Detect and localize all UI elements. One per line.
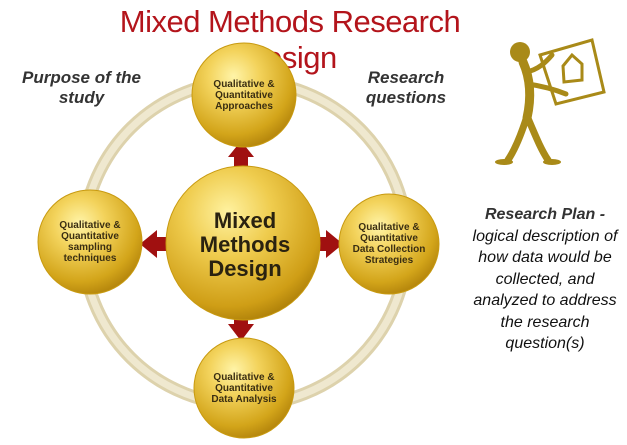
research-plan-title: Research Plan - bbox=[484, 206, 606, 223]
node-circle-right bbox=[338, 193, 440, 295]
node-left-label: Qualitative & Quantitative sampling tech… bbox=[59, 220, 121, 264]
node-circle-bottom bbox=[193, 337, 295, 439]
center-circle bbox=[165, 165, 321, 321]
research-questions-label: Research questions bbox=[365, 68, 447, 107]
node-circle-left bbox=[37, 189, 143, 295]
arrow-up-icon bbox=[228, 141, 254, 169]
purpose-label: Purpose of the study bbox=[21, 68, 141, 107]
node-right-label: Qualitative & Quantitative Data Collecti… bbox=[352, 222, 426, 266]
arrow-left-icon bbox=[140, 230, 169, 258]
center-label: Mixed Methods Design bbox=[199, 208, 291, 281]
research-plan-text: Research Plan - logical description of h… bbox=[470, 204, 620, 355]
research-plan-description: logical description of how data would be… bbox=[472, 227, 618, 353]
node-circle-top bbox=[191, 42, 297, 148]
stick-figure-holding-house-sign-icon bbox=[495, 38, 606, 165]
page-title: Mixed Methods Research Design bbox=[119, 4, 461, 75]
node-top-label: Qualitative & Quantitative Approaches bbox=[213, 78, 275, 112]
node-bottom-label: Qualitative & Quantitative Data Analysis bbox=[211, 371, 277, 405]
